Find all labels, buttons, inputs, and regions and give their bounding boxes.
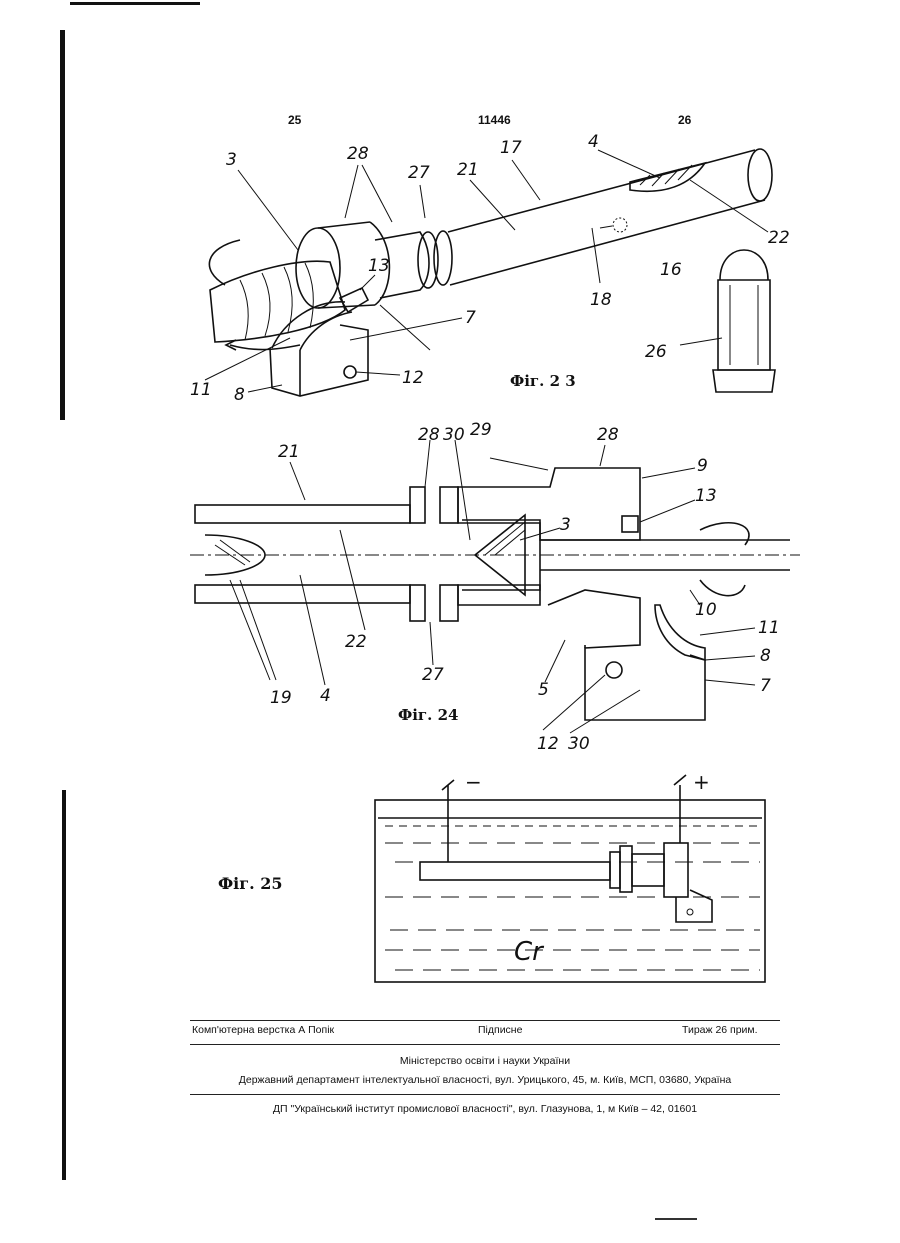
imprint-department: Державний департамент інтелектуальної вл…: [190, 1074, 780, 1086]
imprint-institute: ДП "Український інститут промислової вла…: [190, 1103, 780, 1115]
imprint-rule-middle: [190, 1044, 780, 1045]
figure-25-drawing: [0, 0, 900, 1000]
fig25-minus-sign: −: [465, 770, 482, 794]
bottom-edge-mark: [655, 1218, 697, 1220]
imprint-rule-bottom: [190, 1094, 780, 1095]
imprint-circulation: Тираж 26 прим.: [682, 1024, 758, 1036]
imprint-ministry: Міністерство освіти і науки України: [190, 1055, 780, 1067]
fig25-plus-sign: +: [693, 770, 710, 794]
fig25-caption: Фіг. 25: [218, 874, 282, 893]
fig25-electrolyte-label: Cr: [514, 937, 543, 967]
imprint-layout: Комп'ютерна верстка А Попік: [192, 1024, 334, 1036]
imprint-subscription: Підписне: [478, 1024, 522, 1036]
imprint-rule-top: [190, 1020, 780, 1021]
